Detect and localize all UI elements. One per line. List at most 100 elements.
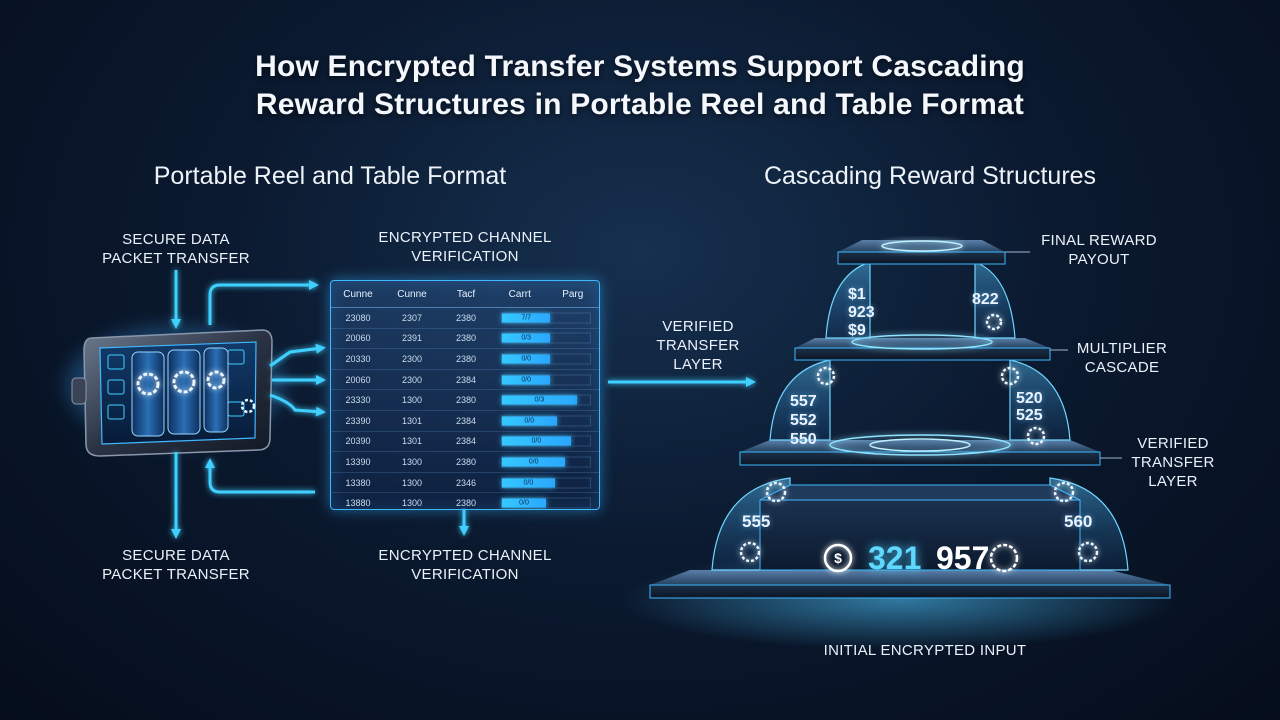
progress-track: 0/3 [501, 332, 591, 344]
table-cell: 1300 [401, 456, 423, 467]
label-line: TRANSFER [1131, 454, 1215, 471]
table-cell: 1300 [401, 498, 423, 509]
progress-track: 0/0 [501, 435, 591, 447]
table-cell: 2384 [455, 436, 477, 447]
arrow-device-to-table-3 [269, 393, 326, 417]
gear-icon [1077, 541, 1099, 563]
label-line: FINAL REWARD [1041, 232, 1157, 249]
table-cell: 2346 [455, 477, 477, 488]
table-cell: 1300 [401, 395, 423, 406]
caption-line: VERIFICATION [411, 566, 519, 583]
table-cell: 20330 [345, 353, 371, 364]
label-line: LAYER [1148, 473, 1198, 490]
progress-fill: 0/0 [502, 416, 557, 426]
arrow-device-to-table-1 [269, 343, 326, 368]
verification-table: Cunne Cunne Tacf Carrt Parg 23080 2307 238… [330, 280, 600, 510]
table-cell: 2380 [455, 395, 477, 406]
base-value-left: 321 [868, 540, 922, 576]
progress-fill: 0/0 [502, 457, 566, 467]
progress-track: 0/0 [501, 477, 591, 489]
label-final-reward-payout: FINAL REWARD PAYOUT [1024, 231, 1174, 269]
progress-fill: 0/0 [502, 375, 551, 385]
table-header-cell-group: Carrt Parg [493, 289, 599, 300]
table-cell: 20390 [345, 436, 371, 447]
tier2-right-values: 520 525 [1016, 390, 1043, 424]
tier2-left-values: 557 552 550 [790, 392, 817, 449]
caption-line: PACKET TRANSFER [102, 566, 250, 583]
value-text: $1 [848, 286, 866, 303]
caption-encrypted-channel-top: ENCRYPTED CHANNEL VERIFICATION [370, 228, 560, 266]
tier3-left-values: $1 923 $9 [848, 286, 875, 340]
table-cell: 2307 [401, 312, 423, 323]
base-plate-edge [649, 584, 1171, 599]
caption-verified-transfer-middle: VERIFIED TRANSFER LAYER [638, 317, 758, 374]
gear-icon [816, 366, 836, 386]
progress-fill: 0/3 [502, 395, 577, 405]
progress-fill: 0/0 [502, 354, 551, 364]
label-line: MULTIPLIER [1076, 340, 1168, 357]
arrow-table-to-device [205, 458, 315, 494]
progress-track: 0/0 [501, 456, 591, 468]
caption-secure-data-top: SECURE DATA PACKET TRANSFER [96, 230, 256, 268]
tier1-left-value: 555 [742, 512, 771, 531]
caption-line: LAYER [673, 356, 723, 373]
table-cell: 2380 [455, 333, 477, 344]
progress-track: 0/0 [501, 353, 591, 365]
gear-icon [1026, 426, 1046, 446]
right-section-heading: Cascading Reward Structures [763, 162, 1097, 190]
table-header-cell: Parg [562, 288, 584, 300]
table-cell: 23080 [345, 312, 371, 323]
gear-icon [765, 481, 787, 503]
label-line: PAYOUT [1068, 251, 1130, 268]
arrow-device-to-table-top [208, 280, 319, 325]
left-section-heading: Portable Reel and Table Format [153, 162, 507, 190]
label-verified-transfer-layer: VERIFIED TRANSFER LAYER [1118, 434, 1228, 491]
value-text: 552 [790, 412, 817, 429]
progress-track: 0/0 [501, 374, 591, 386]
gear-icon [985, 313, 1003, 331]
base-plate-top [650, 570, 1170, 585]
table-cell: 2384 [455, 415, 477, 426]
base-value-right: 957 [936, 540, 990, 576]
caption-line: SECURE DATA [122, 231, 230, 248]
table-cell: 1301 [401, 415, 423, 426]
label-line: VERIFIED [1137, 435, 1209, 452]
tier1-right-value: 560 [1064, 512, 1093, 531]
table-cell: 23390 [345, 415, 371, 426]
gear-icon [1053, 481, 1075, 503]
progress-fill: 0/3 [502, 333, 551, 343]
table-header: Cunne Cunne Tacf Carrt Parg [331, 281, 599, 308]
svg-text:$: $ [834, 550, 842, 566]
table-row: 23330 1300 2380 0/3 [331, 390, 599, 411]
caption-line: PACKET TRANSFER [102, 250, 250, 267]
table-cell: 2391 [401, 333, 423, 344]
tier3-right-value: 822 [972, 291, 999, 308]
progress-fill: 0/0 [502, 498, 546, 508]
value-text: 550 [790, 431, 817, 448]
value-text: 520 [1016, 390, 1043, 407]
progress-track: 0/3 [501, 394, 591, 406]
table-cell: 2300 [401, 374, 423, 385]
table-header-cell: Tacf [456, 288, 476, 300]
main-title-line-2: Reward Structures in Portable Reel and T… [255, 88, 1025, 121]
value-text: 557 [790, 393, 817, 410]
reward-pyramid: $ [620, 240, 1180, 650]
table-header-cell: Carrt [508, 288, 531, 300]
table-cell: 2380 [455, 498, 477, 509]
progress-track: 0/0 [501, 497, 591, 509]
table-cell: 23330 [345, 395, 371, 406]
left-flow-arrows [171, 270, 756, 539]
table-cell: 20060 [345, 333, 371, 344]
caption-line: SECURE DATA [122, 547, 230, 564]
table-cell: 2384 [455, 374, 477, 385]
tier1-plate-top [740, 440, 1100, 452]
label-initial-encrypted-input: INITIAL ENCRYPTED INPUT [823, 642, 1027, 659]
table-cell: 2380 [455, 312, 477, 323]
progress-fill: 0/0 [502, 478, 555, 488]
